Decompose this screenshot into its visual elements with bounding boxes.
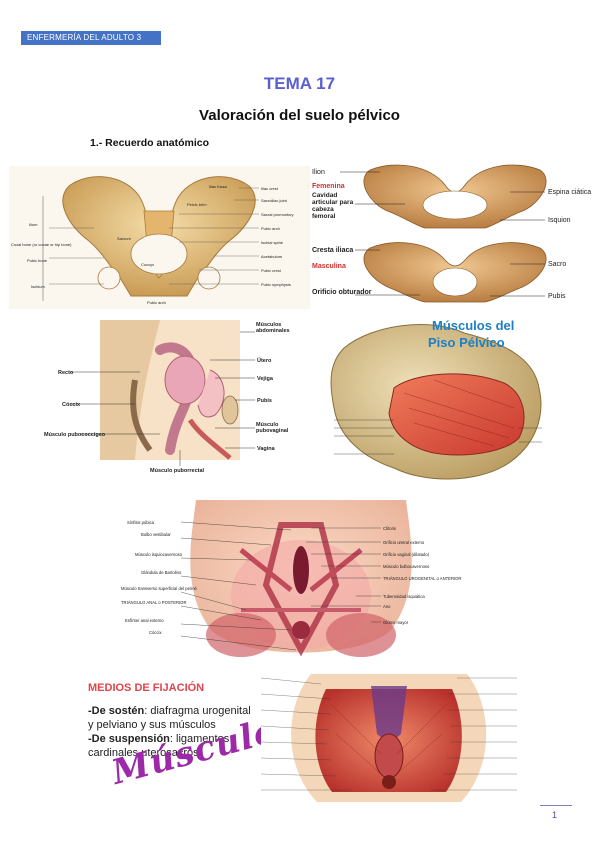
perineum-label: Esfínter anal externo — [125, 618, 164, 623]
pelvis-label: Pubic arch — [147, 300, 166, 305]
perineum-label: TRIÁNGULO UROGENITAL o ANTERIOR — [383, 576, 461, 581]
pelvis-compare-label: Ilion — [312, 169, 325, 176]
suspension-text: : ligamentos cardinales uterosacros — [88, 733, 230, 759]
pelvis-label: Iliac fossa — [209, 184, 228, 189]
pelvis-label: Sacroiliac joint — [261, 198, 288, 203]
suspension-line: -De suspensión: ligamentos cardinales ut… — [88, 732, 258, 760]
perineum-label: Sínfisis púbica — [127, 520, 155, 525]
pelvis-label: Pelvic brim — [187, 202, 207, 207]
pelvic-floor-illustration: Músculos del Piso Pélvico — [330, 318, 542, 480]
pelvis-compare-label: Cavidad articular para cabeza femoral — [312, 192, 354, 220]
sosten-label: -De sostén — [88, 705, 145, 717]
deep-muscles-illustration — [261, 674, 517, 802]
perineum-label: TRIÁNGULO ANAL o POSTERIOR — [121, 600, 186, 605]
sagittal-label: Recto — [58, 370, 74, 376]
perineum-label: Glúteo mayor — [383, 620, 409, 625]
sagittal-label: Músculo pubovaginal — [256, 422, 289, 434]
pelvis-front-illustration: Iliac crest Sacroiliac joint Sacral prom… — [11, 176, 294, 305]
pelvis-label: Pubic arch — [261, 226, 280, 231]
pelvis-compare-label: Orificio obturador — [312, 289, 372, 296]
pelvis-label: Iliac crest — [261, 186, 279, 191]
pelvis-compare-illustration: Ilion Femenina Cavidad articular para ca… — [312, 164, 591, 303]
sagittal-label: Cóccix — [62, 402, 81, 408]
medios-body: -De sostén: diafragma urogenital y pelvi… — [88, 704, 258, 760]
sagittal-illustration: Músculos abdominales Útero Recto Vejiga … — [44, 320, 290, 474]
pelvis-label: Pubic symphysis — [261, 282, 291, 287]
pelvis-compare-figure: Ilion Femenina Cavidad articular para ca… — [310, 160, 593, 308]
pelvic-floor-title-2: Piso Pélvico — [428, 335, 505, 350]
perineum-figure: Sínfisis púbica Bulbo vestibular Músculo… — [121, 500, 481, 663]
section-heading: 1.- Recuerdo anatómico — [90, 137, 210, 149]
perineum-illustration: Sínfisis púbica Bulbo vestibular Músculo… — [121, 500, 461, 657]
sagittal-label: Vejiga — [257, 376, 274, 382]
sagittal-label: Músculo pubococcígeo — [44, 432, 106, 438]
sosten-line: -De sostén: diafragma urogenital y pelvi… — [88, 704, 258, 732]
perineum-label: Músculo bulbocavernoso — [383, 564, 430, 569]
sagittal-label: Pubis — [257, 398, 272, 404]
medios-title: MEDIOS DE FIJACIÓN — [88, 682, 205, 694]
pelvis-label: Ilium — [29, 222, 38, 227]
perineum-label: Músculo transverso superficial del perin… — [121, 586, 198, 591]
pelvis-label: Ischial spine — [261, 240, 284, 245]
header-label: ENFERMERÍA DEL ADULTO 3 — [21, 31, 161, 45]
perineum-label: Músculo isquiocavernoso — [135, 552, 183, 557]
sagittal-label: Músculo puborrectal — [150, 468, 205, 474]
deep-muscles-figure — [261, 664, 517, 812]
perineum-label: Glándula de Bartolino — [141, 570, 182, 575]
pelvis-label: Pubic bone — [27, 258, 48, 263]
pelvis-label: Sacrum — [117, 236, 131, 241]
pelvis-compare-label: Isquion — [548, 217, 571, 224]
pelvis-compare-label: Pubis — [548, 293, 566, 300]
sagittal-label: Útero — [257, 357, 272, 364]
pelvis-label: Pubic crest — [261, 268, 282, 273]
perineum-label: Orificio uretral externo — [383, 540, 425, 545]
page-number-rule — [540, 805, 572, 806]
sagittal-label: Vagina — [257, 446, 276, 452]
male-label: Masculina — [312, 263, 346, 270]
pelvis-label: Sacral promontory — [261, 212, 294, 217]
sosten-text: : diafragma urogenital y pelviano y sus … — [88, 705, 251, 731]
perineum-label: Orificio vaginal (dilatado) — [383, 552, 430, 557]
pelvis-compare-label: Cresta iliaca — [312, 247, 353, 254]
suspension-label: -De suspensión — [88, 733, 170, 745]
perineum-label: Bulbo vestibular — [141, 532, 171, 537]
pelvis-label: Coccyx — [141, 262, 154, 267]
sagittal-figure: Músculos abdominales Útero Recto Vejiga … — [40, 320, 300, 482]
tema-title: TEMA 17 — [263, 74, 336, 93]
page-subtitle: Valoración del suelo pélvico — [199, 107, 400, 124]
page-number: 1 — [552, 810, 558, 820]
pelvic-floor-figure: Músculos del Piso Pélvico — [314, 318, 576, 486]
perineum-label: Clítoris — [383, 526, 396, 531]
pelvis-label: Ischium — [31, 284, 45, 289]
female-label: Femenina — [312, 183, 345, 190]
pelvis-label: Acetabulum — [261, 254, 283, 259]
pelvis-compare-label: Espina ciática — [548, 189, 591, 196]
perineum-label: Cóccix — [149, 630, 162, 635]
perineum-label: Tuberosidad isquiática — [383, 594, 425, 599]
pelvis-label: Coxal bone (or coxae or hip bone) — [11, 242, 72, 247]
pelvis-compare-label: Sacro — [548, 261, 566, 268]
pelvis-front-figure: Iliac crest Sacroiliac joint Sacral prom… — [9, 166, 310, 309]
sagittal-label: Músculos abdominales — [256, 322, 290, 334]
perineum-label: Ano — [383, 604, 391, 609]
pelvic-floor-title-1: Músculos del — [432, 318, 514, 333]
